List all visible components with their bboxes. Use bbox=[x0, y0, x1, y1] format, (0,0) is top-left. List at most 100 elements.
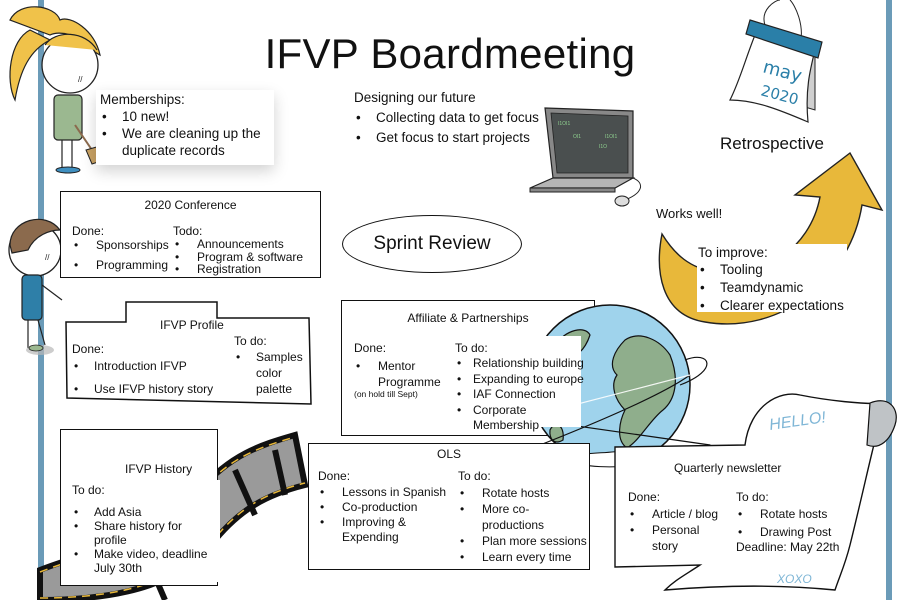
ols-done: Done: Lessons in Spanish Co-production I… bbox=[318, 469, 453, 545]
list-item: Collecting data to get focus bbox=[354, 109, 554, 126]
laptop-code-text: OI1 bbox=[573, 134, 581, 140]
list-item: Drawing Post bbox=[736, 524, 866, 540]
list-item: Corporate Membership bbox=[455, 403, 553, 434]
conference-done-heading: Done: bbox=[72, 224, 105, 238]
list-item: Clearer expectations bbox=[698, 297, 858, 314]
conference-todo-list: Announcements Program & software Registr… bbox=[173, 238, 318, 275]
list-item: Samples color palette bbox=[234, 349, 306, 397]
memberships-heading: Memberships: bbox=[100, 92, 185, 107]
list-item: Get focus to start projects bbox=[354, 129, 554, 146]
designing-section: Designing our future Collecting data to … bbox=[354, 89, 554, 146]
affiliate-todo-heading: To do: bbox=[455, 341, 488, 355]
affiliate-done: Done: Mentor Programme (on hold till Sep… bbox=[354, 341, 449, 399]
right-frame-border bbox=[886, 0, 892, 600]
affiliate-done-list: Mentor Programme bbox=[354, 358, 449, 390]
laptop-code-text: I1OI1 bbox=[605, 134, 617, 140]
svg-text://: // bbox=[45, 253, 50, 262]
conference-todo: Todo: Announcements Program & software R… bbox=[173, 224, 318, 275]
newsletter-deadline: Deadline: May 22th bbox=[736, 540, 840, 554]
profile-todo-heading: To do: bbox=[234, 334, 267, 348]
history-todo: To do: Add Asia Share history for profil… bbox=[72, 483, 222, 575]
improve-heading: To improve: bbox=[698, 245, 768, 260]
newsletter-done-heading: Done: bbox=[628, 490, 661, 504]
list-item: Article / blog bbox=[628, 506, 738, 522]
improve-section: To improve: Tooling Teamdynamic Clearer … bbox=[698, 244, 858, 314]
list-item: Lessons in Spanish bbox=[318, 485, 453, 500]
newsletter-todo: To do: Rotate hosts Drawing Post Deadlin… bbox=[736, 490, 866, 554]
list-item: Rotate hosts bbox=[736, 506, 866, 522]
history-title: IFVP History bbox=[125, 462, 193, 476]
improve-list: Tooling Teamdynamic Clearer expectations bbox=[698, 261, 858, 314]
list-item: Teamdynamic bbox=[698, 279, 858, 296]
list-item: IAF Connection bbox=[455, 387, 585, 403]
sprint-review-badge: Sprint Review bbox=[342, 215, 522, 273]
list-item: Introduction IFVP bbox=[72, 359, 232, 373]
list-item: Co-production bbox=[318, 500, 453, 515]
newsletter-title: Quarterly newsletter bbox=[674, 461, 782, 475]
list-item: Sponsorships bbox=[72, 238, 172, 252]
laptop-illustration: I1OI1 OI1 I1OI1 I1O bbox=[529, 107, 641, 207]
designing-heading: Designing our future bbox=[354, 90, 476, 105]
list-item: Personal story bbox=[628, 522, 707, 554]
boy-illustration: // bbox=[8, 218, 63, 355]
ols-done-list: Lessons in Spanish Co-production Improvi… bbox=[318, 485, 453, 545]
ols-todo-heading: To do: bbox=[458, 469, 491, 483]
history-todo-heading: To do: bbox=[72, 483, 105, 497]
affiliate-todo-list: Relationship building Expanding to europ… bbox=[455, 356, 585, 434]
newsletter-todo-list: Rotate hosts Drawing Post bbox=[736, 506, 866, 540]
list-item: Announcements bbox=[173, 238, 318, 250]
list-item: Program & software bbox=[173, 251, 318, 263]
history-todo-list: Add Asia Share history for profile Make … bbox=[72, 505, 222, 575]
list-item: Plan more sessions bbox=[458, 533, 588, 549]
list-item: Improving & Expending bbox=[318, 515, 422, 545]
list-item: Learn every time bbox=[458, 549, 588, 565]
affiliate-done-note: (on hold till Sept) bbox=[354, 389, 418, 399]
works-well-label: Works well! bbox=[656, 206, 723, 221]
memberships-section: Memberships: 10 new! We are cleaning up … bbox=[100, 91, 280, 159]
ols-todo: To do: Rotate hosts More co-productions … bbox=[458, 469, 588, 565]
laptop-code-text: I1O bbox=[599, 144, 607, 150]
laptop-code-text: I1OI1 bbox=[558, 121, 570, 127]
profile-done: Done: Introduction IFVP Use IFVP history… bbox=[72, 342, 232, 396]
designing-list: Collecting data to get focus Get focus t… bbox=[354, 109, 554, 146]
newsletter-done-list: Article / blog Personal story bbox=[628, 506, 738, 554]
list-item: Use IFVP history story bbox=[72, 382, 232, 396]
affiliate-title: Affiliate & Partnerships bbox=[407, 311, 529, 325]
conference-title: 2020 Conference bbox=[144, 198, 237, 212]
list-item: Rotate hosts bbox=[458, 485, 588, 501]
conference-card: 2020 Conference Done: Sponsorships Progr… bbox=[60, 191, 321, 278]
newsletter-todo-heading: To do: bbox=[736, 490, 769, 504]
conference-done: Done: Sponsorships Programming bbox=[72, 224, 172, 272]
list-item: Add Asia bbox=[72, 505, 222, 519]
conference-todo-heading: Todo: bbox=[173, 224, 203, 238]
girl-with-broom-illustration: // bbox=[9, 6, 105, 174]
calendar-illustration: may 2020 bbox=[729, 0, 823, 123]
ols-card: OLS Done: Lessons in Spanish Co-producti… bbox=[308, 443, 590, 570]
profile-todo-list: Samples color palette bbox=[234, 349, 314, 397]
list-item: Tooling bbox=[698, 261, 858, 278]
profile-done-list: Introduction IFVP Use IFVP history story bbox=[72, 359, 232, 396]
sprint-review-label: Sprint Review bbox=[373, 233, 491, 254]
list-item: Programming bbox=[72, 258, 172, 272]
profile-done-heading: Done: bbox=[72, 342, 105, 356]
affiliate-done-heading: Done: bbox=[354, 341, 387, 355]
newsletter-done: Done: Article / blog Personal story bbox=[628, 490, 738, 554]
ols-title: OLS bbox=[436, 447, 461, 461]
list-item: 10 new! bbox=[100, 108, 280, 125]
list-item: Mentor Programme bbox=[354, 358, 441, 390]
memberships-list: 10 new! We are cleaning up the duplicate… bbox=[100, 108, 280, 159]
retrospective-label: Retrospective bbox=[720, 134, 824, 153]
list-item: More co-productions bbox=[458, 501, 552, 533]
affiliate-todo: To do: Relationship building Expanding t… bbox=[455, 341, 585, 434]
list-item: We are cleaning up the duplicate records bbox=[100, 125, 280, 159]
ols-todo-list: Rotate hosts More co-productions Plan mo… bbox=[458, 485, 588, 565]
profile-todo: To do: Samples color palette bbox=[234, 333, 314, 397]
list-item: Make video, deadline July 30th bbox=[72, 547, 214, 575]
svg-text://: // bbox=[78, 75, 83, 84]
list-item: Share history for profile bbox=[72, 519, 194, 547]
page-title: IFVP Boardmeeting bbox=[264, 30, 636, 77]
profile-title: IFVP Profile bbox=[160, 318, 224, 332]
list-item: Expanding to europe bbox=[455, 372, 585, 388]
ols-done-heading: Done: bbox=[318, 469, 351, 483]
list-item: Relationship building bbox=[455, 356, 585, 372]
